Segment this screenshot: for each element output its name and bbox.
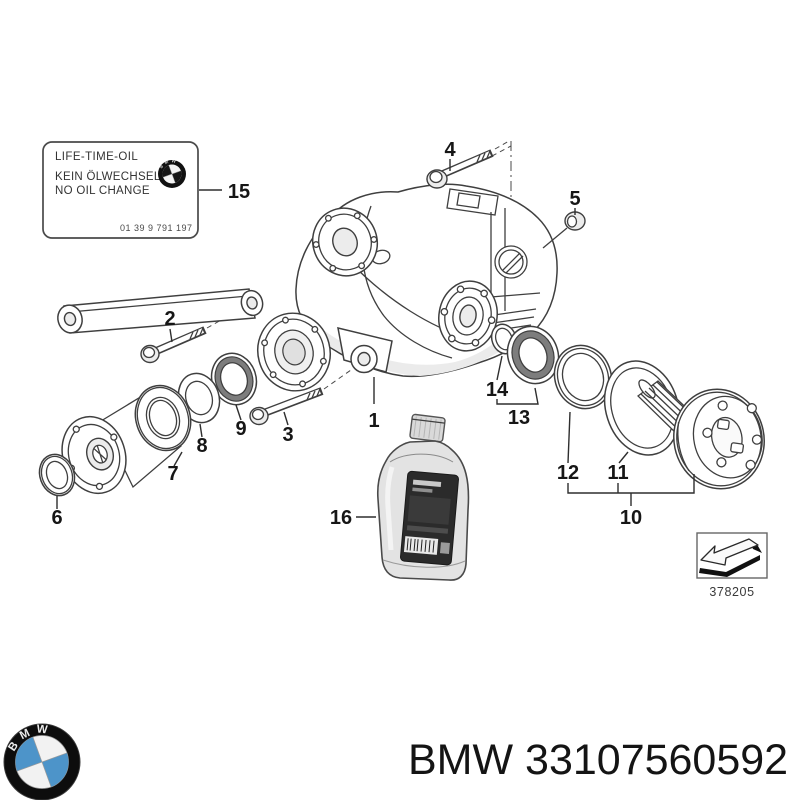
bottle-label	[400, 470, 459, 566]
callout-8: 8	[196, 435, 207, 457]
callout-13: 13	[508, 407, 530, 429]
part-5-plug	[542, 211, 586, 249]
callout-leaders	[56, 159, 695, 518]
callout-3: 3	[282, 424, 293, 446]
callout-4: 4	[444, 139, 456, 161]
callout-9: 9	[235, 418, 246, 440]
part-13-pinion-seal	[506, 325, 560, 385]
callout-14: 14	[486, 379, 509, 401]
callout-7: 7	[167, 463, 178, 485]
label-line-en: NO OIL CHANGE	[55, 185, 150, 197]
bmw-roundel-icon: BMW	[2, 718, 82, 800]
direction-ref-code: 378205	[709, 585, 754, 599]
label-part-number: 01 39 9 791 197	[120, 223, 193, 233]
callout-15: 15	[228, 181, 250, 203]
callout-2: 2	[164, 308, 175, 330]
part-number-text: BMW 33107560592	[408, 736, 789, 784]
part-10-drive-flange	[637, 379, 765, 490]
differential-housing	[57, 172, 558, 392]
label-line-de: KEIN ÖLWECHSEL	[55, 171, 161, 183]
part-3-bolt	[249, 387, 324, 426]
part-6-lock-ring	[38, 453, 76, 497]
parts-diagram: LIFE-TIME-OIL KEIN ÖLWECHSEL NO OIL CHAN…	[38, 139, 768, 599]
callout-6: 6	[51, 507, 62, 529]
callout-16: 16	[330, 507, 352, 529]
oil-fill-plug	[494, 245, 528, 279]
part-12-retainer-ring	[553, 344, 613, 410]
part-9-shaft-seal	[210, 352, 258, 406]
side-bearing-cover	[438, 280, 498, 352]
front-flange-cover	[312, 207, 378, 277]
label-title: LIFE-TIME-OIL	[55, 151, 138, 163]
mounting-arm-upper	[57, 288, 264, 334]
part-16-oil-bottle	[376, 413, 470, 581]
direction-arrow-icon	[699, 538, 762, 577]
part-2-bolt	[140, 326, 207, 364]
part-15-oil-change-label: LIFE-TIME-OIL KEIN ÖLWECHSEL NO OIL CHAN…	[42, 141, 199, 239]
part-4-bolt	[426, 149, 494, 189]
callout-5: 5	[569, 188, 580, 210]
callout-numbers: 1 2 3 4 5 6 7 8 9 10 11 12 13 14 15 16	[51, 139, 642, 529]
mounting-bracket-lower	[337, 326, 393, 374]
left-bearing-cover	[257, 312, 331, 392]
callout-1: 1	[368, 410, 379, 432]
callout-11: 11	[607, 462, 628, 484]
direction-ref-box: 378205	[696, 532, 768, 599]
callout-12: 12	[557, 462, 579, 484]
callout-10: 10	[620, 507, 642, 529]
